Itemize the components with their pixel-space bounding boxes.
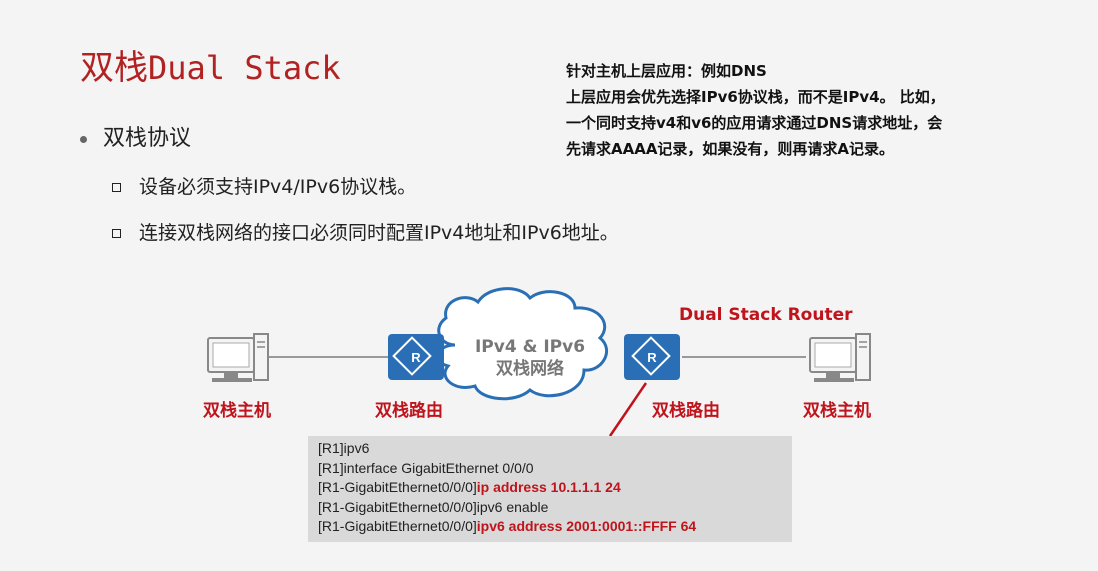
square-bullet-icon bbox=[112, 229, 121, 238]
note-line: 一个同时支持v4和v6的应用请求通过DNS请求地址，会 bbox=[566, 114, 943, 132]
square-bullet-icon bbox=[112, 183, 121, 192]
sub-bullet-text: 设备必须支持IPv4/IPv6协议栈。 bbox=[139, 176, 417, 198]
slide-title: 双栈Dual Stack bbox=[80, 40, 341, 89]
bullet-text: 双栈协议 bbox=[103, 126, 192, 151]
router-icon bbox=[388, 334, 444, 380]
host-label-right: 双栈主机 bbox=[803, 401, 871, 421]
bullet-main: 双栈协议 bbox=[80, 120, 191, 152]
config-box: [R1]ipv6 [R1]interface GigabitEthernet 0… bbox=[308, 436, 792, 542]
config-line: [R1]ipv6 bbox=[318, 440, 370, 456]
note-line: 针对主机上层应用：例如DNS bbox=[566, 62, 767, 80]
note-line: 先请求AAAA记录，如果没有，则再请求A记录。 bbox=[566, 140, 895, 158]
sub-bullet: 连接双栈网络的接口必须同时配置IPv4地址和IPv6地址。 bbox=[112, 218, 619, 245]
sub-bullet: 设备必须支持IPv4/IPv6协议栈。 bbox=[112, 172, 416, 199]
cloud-label-1: IPv4 & IPv6 bbox=[475, 337, 585, 357]
title-cjk: 双栈 bbox=[80, 48, 148, 88]
bullet-dot-icon bbox=[80, 135, 87, 143]
router-glyph: R bbox=[411, 350, 421, 365]
computer-icon bbox=[207, 333, 269, 382]
router-glyph: R bbox=[647, 350, 657, 365]
config-line: [R1]interface GigabitEthernet 0/0/0 bbox=[318, 459, 534, 476]
host-label-left: 双栈主机 bbox=[203, 401, 271, 421]
cloud-icon bbox=[436, 287, 608, 401]
config-line: [R1-GigabitEthernet0/0/0]ip address 10.1… bbox=[318, 479, 621, 495]
callout-line bbox=[608, 382, 648, 437]
router-label-left: 双栈路由 bbox=[375, 401, 443, 421]
note-line: 上层应用会优先选择IPv6协议栈，而不是IPv4。 比如， bbox=[566, 88, 945, 106]
sub-bullet-text: 连接双栈网络的接口必须同时配置IPv4地址和IPv6地址。 bbox=[139, 222, 619, 244]
router-label-right: 双栈路由 bbox=[652, 401, 720, 421]
dual-stack-router-label: Dual Stack Router bbox=[679, 305, 853, 325]
cloud-label-2: 双栈网络 bbox=[496, 358, 564, 379]
config-line: [R1-GigabitEthernet0/0/0]ipv6 enable bbox=[318, 498, 549, 515]
config-line: [R1-GigabitEthernet0/0/0]ipv6 address 20… bbox=[318, 518, 697, 534]
annotation-note: 针对主机上层应用：例如DNS 上层应用会优先选择IPv6协议栈，而不是IPv4。… bbox=[566, 58, 1026, 162]
title-latin: Dual Stack bbox=[148, 49, 341, 87]
router-icon bbox=[624, 334, 680, 380]
computer-icon bbox=[809, 333, 871, 382]
